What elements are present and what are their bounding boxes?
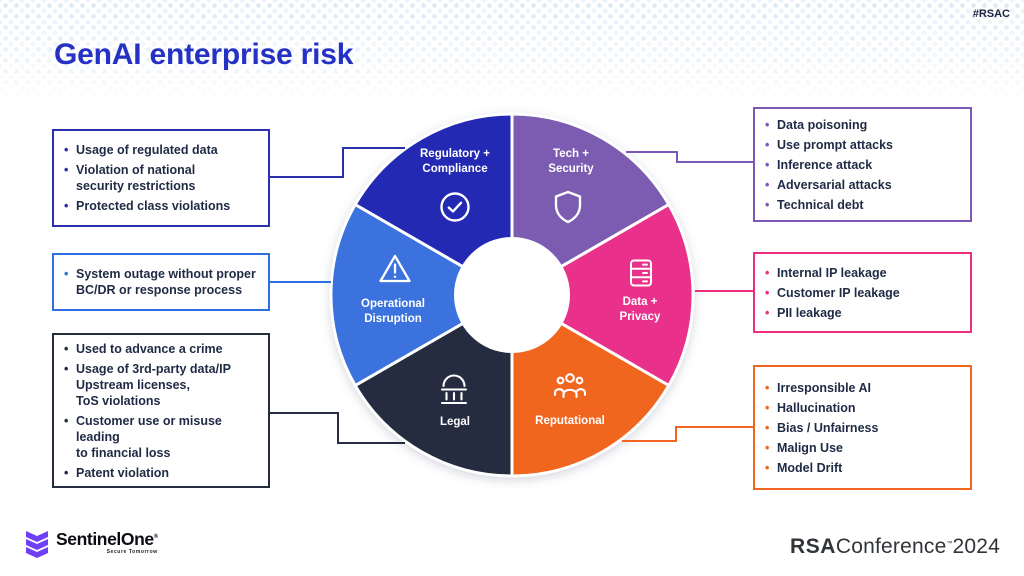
segment-data-privacy <box>510 203 695 387</box>
warning-triangle-icon <box>377 251 413 287</box>
database-icon <box>626 258 656 288</box>
callout-item: Customer use or misuse leading to financ… <box>63 413 259 461</box>
callout-reputational: Irresponsible AI HallucinationBias / Unfa… <box>753 365 972 490</box>
connector-line <box>270 176 344 178</box>
check-circle-icon <box>438 190 472 224</box>
callout-item: Patent violation <box>63 465 259 481</box>
rsac-hashtag: #RSAC <box>972 8 1010 20</box>
callout-item: Use prompt attacks <box>764 137 961 153</box>
sentinelone-logo-icon <box>26 531 48 558</box>
connector-line <box>622 440 677 442</box>
connector-line <box>626 151 678 153</box>
segment-tech-security <box>510 112 671 297</box>
callout-item: Technical debt <box>764 197 961 213</box>
callout-list: Internal IP leakageCustomer IP leakagePI… <box>764 261 961 325</box>
callout-item: Usage of 3rd-party data/IP Upstream lice… <box>63 361 259 409</box>
connector-line <box>270 281 331 283</box>
rsa-brand: RSA <box>790 535 836 558</box>
callout-item: Violation of national security restricti… <box>63 162 259 194</box>
segment-label-tech-security: Tech + Security <box>548 148 594 176</box>
connector-line <box>675 426 753 428</box>
connector-line <box>676 151 678 163</box>
callout-item: Hallucination <box>764 400 961 416</box>
bank-icon <box>436 372 472 408</box>
callout-item: Data poisoning <box>764 117 961 133</box>
brand-name: SentinelOne <box>56 529 154 549</box>
connector-line <box>337 412 339 444</box>
brand-tagline: Secure Tomorrow <box>106 549 158 556</box>
connector-line <box>342 147 344 178</box>
callout-list: Data poisoningUse prompt attacksInferenc… <box>764 113 961 217</box>
shield-icon <box>550 189 586 225</box>
callout-item: Irresponsible AI <box>764 380 961 396</box>
segment-operational-disruption <box>329 203 514 387</box>
callout-item: Used to advance a crime <box>63 341 259 357</box>
connector-line <box>695 290 753 292</box>
callout-list: Irresponsible AI HallucinationBias / Unfa… <box>764 376 961 480</box>
people-icon <box>551 368 589 406</box>
callout-item: Model Drift <box>764 460 961 476</box>
callout-list: Usage of regulated dataViolation of nati… <box>63 138 259 218</box>
segment-legal <box>353 293 514 478</box>
callout-item: Customer IP leakage <box>764 285 961 301</box>
rsa-year: 2024 <box>952 535 1000 558</box>
callout-item: Adversarial attacks <box>764 177 961 193</box>
segment-label-data-privacy: Data + Privacy <box>619 296 661 324</box>
rsa-word: Conference <box>835 535 947 558</box>
callout-legal: Used to advance a crimeUsage of 3rd-part… <box>52 333 270 488</box>
callout-data-privacy: Internal IP leakageCustomer IP leakagePI… <box>753 252 972 333</box>
connector-line <box>270 412 339 414</box>
connector-line <box>337 442 405 444</box>
registered-mark: ® <box>153 534 158 541</box>
segment-regulatory-compliance <box>353 112 514 297</box>
callout-item: Internal IP leakage <box>764 265 961 281</box>
donut-hole <box>454 237 570 353</box>
segment-label-regulatory-compliance: Regulatory + Compliance <box>420 148 490 176</box>
callout-list: Used to advance a crimeUsage of 3rd-part… <box>63 337 259 485</box>
segment-reputational <box>510 293 671 478</box>
connector-line <box>675 427 677 442</box>
callout-item: Protected class violations <box>63 198 259 214</box>
connector-line <box>676 161 753 163</box>
segment-label-legal: Legal <box>439 416 471 428</box>
callout-item: Malign Use <box>764 440 961 456</box>
callout-tech-security: Data poisoningUse prompt attacksInferenc… <box>753 107 972 222</box>
page-title: GenAI enterprise risk <box>54 38 354 71</box>
callout-item: PII leakage <box>764 305 961 321</box>
callout-item: Usage of regulated data <box>63 142 259 158</box>
callout-item: Inference attack <box>764 157 961 173</box>
segment-label-reputational: Reputational <box>535 415 605 427</box>
callout-item: Bias / Unfairness <box>764 420 961 436</box>
connector-line <box>342 147 405 149</box>
segment-label-operational-disruption: Operational Disruption <box>361 298 425 326</box>
sentinelone-logo: SentinelOne® Secure Tomorrow <box>25 529 158 558</box>
callout-operational-disruption: System outage without proper BC/DR or re… <box>52 253 270 311</box>
dot-pattern-background <box>0 0 1024 108</box>
callout-list: System outage without proper BC/DR or re… <box>63 262 259 302</box>
callout-regulatory-compliance: Usage of regulated dataViolation of nati… <box>52 129 270 227</box>
risk-donut-chart <box>329 112 695 478</box>
rsa-tm: ™ <box>946 541 953 547</box>
rsa-conference-logo: RSAConference™2024 <box>790 536 1000 557</box>
callout-item: System outage without proper BC/DR or re… <box>63 266 259 298</box>
